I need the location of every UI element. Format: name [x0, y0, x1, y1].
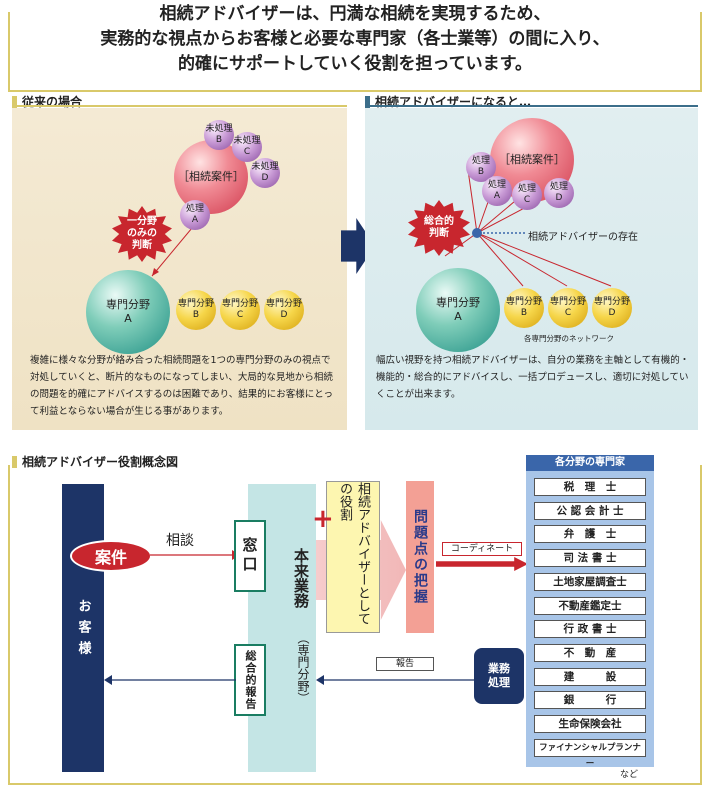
etc-label: など: [620, 770, 639, 780]
expert-item: 生命保険会社: [534, 715, 646, 733]
left-field-a-label: 専門分野 A: [106, 298, 150, 325]
main-business-label: 本来業務: [292, 548, 310, 608]
left-unprocessed-b-label: 未処理 B: [205, 124, 233, 145]
specialty-label: （専門分野）: [296, 632, 310, 704]
window-box: 窓口: [234, 520, 266, 592]
right-processed-c-label: 処理 C: [517, 184, 536, 205]
left-unprocessed-b: 未処理 B: [204, 120, 234, 150]
right-link-field-d: [476, 232, 612, 287]
right-field-b-label: 専門分野 B: [505, 297, 542, 318]
expert-item: 不動産鑑定士: [534, 596, 646, 615]
expert-item: 土地家屋調査士: [534, 572, 646, 591]
expert-item: 司 法 書 士: [534, 549, 646, 568]
headline-line-2: 実務的な視点からお客様と必要な専門家（各士業等）の間に入り、: [100, 29, 610, 49]
right-case-label: ［相続案件］: [499, 153, 565, 166]
problem-label: 問題点の把握: [412, 509, 428, 605]
consult-label: 相談: [166, 533, 194, 549]
left-field-c-label: 専門分野 C: [221, 299, 258, 320]
left-description: 複雑に様々な分野が絡み合った相続問題を1つの専門分野のみの視点で対処していくと、…: [30, 355, 333, 417]
left-field-a-sphere: 専門分野 A: [86, 270, 170, 354]
right-processed-d-label: 処理 D: [549, 182, 568, 203]
overall-report-arrow: [104, 675, 236, 685]
left-field-b-label: 専門分野 B: [177, 299, 214, 320]
left-unprocessed-c: 未処理 C: [232, 132, 262, 162]
expert-item: 行 政 書 士: [534, 620, 646, 639]
client-column: [62, 484, 104, 772]
report-arrow-head: [316, 675, 324, 685]
advisor-role-box: 相続アドバイザーとしての役割: [326, 481, 380, 633]
right-field-a-sphere: 専門分野 A: [416, 268, 500, 352]
overall-report-box: 総合的報告: [234, 644, 266, 716]
experts-title: 各分野の専門家: [526, 455, 654, 471]
right-field-b-sphere: 専門分野 B: [504, 288, 544, 328]
headline-line-1: 相続アドバイザーは、円満な相続を実現するため、: [159, 4, 551, 24]
headline-line-3: 的確にサポートしていく役割を担っています。: [178, 54, 532, 74]
concept-section-label: 相続アドバイザー役割概念図: [12, 453, 185, 470]
expert-item: 弁 護 士: [534, 525, 646, 544]
left-unprocessed-c-label: 未処理 C: [233, 136, 261, 157]
expert-item: 税 理 士: [534, 478, 646, 496]
business-process-box: 業務 処理: [474, 648, 524, 704]
problem-box: 問題点の把握: [406, 481, 434, 633]
right-link-field-b: [476, 232, 524, 287]
right-field-a-label: 専門分野 A: [436, 296, 480, 323]
concept-frame: [8, 465, 702, 785]
right-link-b: [467, 169, 478, 234]
left-unprocessed-d: 未処理 D: [250, 158, 280, 188]
expert-item: 建 設: [534, 667, 646, 686]
right-processed-a-label: 処理 A: [487, 180, 506, 201]
right-processed-a: 処理 A: [482, 176, 512, 206]
left-section-bar: [12, 95, 17, 108]
left-field-b-sphere: 専門分野 B: [176, 290, 216, 330]
left-unprocessed-d-label: 未処理 D: [251, 162, 279, 183]
frame-left-top: [8, 12, 10, 92]
left-case-label: ［相続案件］: [178, 170, 244, 183]
coordinate-label: コーディネート: [442, 542, 522, 556]
frame-right-top: [700, 12, 702, 92]
headline: 相続アドバイザーは、円満な相続を実現するため、 実務的な視点からお客様と必要な専…: [0, 2, 710, 77]
left-field-d-label: 専門分野 D: [265, 299, 302, 320]
plus-icon: +: [312, 504, 334, 534]
client-label: お客様: [75, 598, 91, 662]
expert-item: 公 認 会 計 士: [534, 501, 646, 520]
expert-item: ファイナンシャルプランナー: [534, 738, 646, 769]
right-description: 幅広い視野を持つ相続アドバイザーは、自分の業務を主軸として有機的・機能的・総合的…: [376, 355, 690, 400]
left-field-d-sphere: 専門分野 D: [264, 290, 304, 330]
right-field-d-sphere: 専門分野 D: [592, 288, 632, 328]
expert-item: 銀 行: [534, 691, 646, 710]
right-processed-d: 処理 D: [544, 178, 574, 208]
right-field-d-label: 専門分野 D: [593, 297, 630, 318]
right-processed-b-label: 処理 B: [471, 156, 490, 177]
right-field-c-sphere: 専門分野 C: [548, 288, 588, 328]
left-processed-a-label: 処理 A: [185, 204, 204, 225]
concept-title: 相続アドバイザー役割概念図: [22, 455, 179, 469]
right-section-rule: [365, 105, 698, 107]
right-link-field-c: [476, 232, 568, 287]
right-processed-c: 処理 C: [512, 180, 542, 210]
case-oval: 案件: [70, 540, 152, 572]
right-field-c-label: 専門分野 C: [549, 297, 586, 318]
consult-arrow: [150, 550, 240, 560]
left-section-rule: [12, 105, 347, 107]
advisor-dot: [472, 228, 482, 238]
concept-section-bar: [12, 455, 17, 468]
left-processed-a: 処理 A: [180, 200, 210, 230]
report-label: 報告: [376, 657, 434, 671]
frame-rule-top: [8, 90, 702, 92]
advisor-role-label: 相続アドバイザーとしての役割: [337, 482, 370, 625]
report-arrow: [316, 675, 474, 685]
advisor-presence-label: 相続アドバイザーの存在: [528, 232, 638, 243]
network-label: 各専門分野のネットワーク: [524, 334, 614, 343]
expert-item: 不 動 産: [534, 643, 646, 662]
overall-report-arrow-head: [104, 675, 112, 685]
right-section-bar: [365, 95, 370, 108]
left-field-c-sphere: 専門分野 C: [220, 290, 260, 330]
left-link-a-head: [152, 268, 159, 276]
